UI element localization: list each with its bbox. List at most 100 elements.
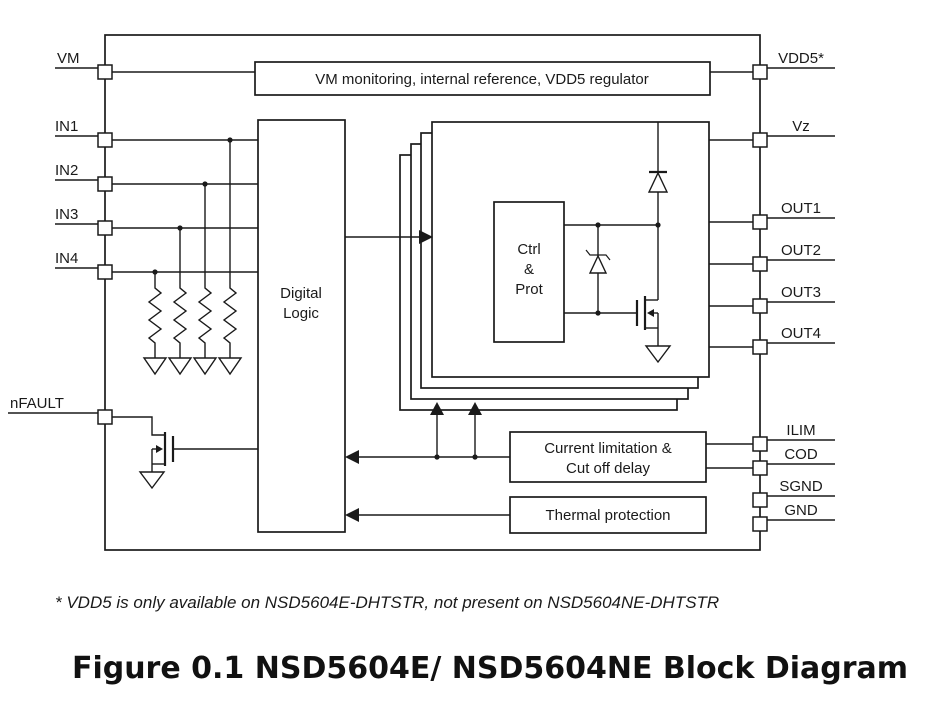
pin-in3: IN3: [55, 206, 113, 236]
wire-nfault: [112, 416, 165, 436]
pin-box: [752, 492, 768, 508]
pulldown-resistors: [142, 137, 243, 376]
pin-box: [97, 64, 113, 80]
pin-box: [752, 436, 768, 452]
ctrl-prot-label: Prot: [515, 281, 543, 298]
pin-label: ILIM: [786, 422, 815, 439]
ctrl-prot-label: Ctrl: [517, 241, 540, 258]
nfault-mosfet-icon: [112, 416, 258, 490]
junction-dot: [595, 222, 601, 228]
arrowhead-right-icon: [156, 445, 163, 453]
block-vm-monitor: VM monitoring, internal reference, VDD5 …: [254, 61, 753, 96]
ctrl-prot-label: &: [524, 261, 534, 278]
pin-label: SGND: [779, 478, 823, 495]
pin-box: [752, 64, 768, 80]
junction-dot: [434, 454, 440, 460]
junction-dot: [472, 454, 478, 460]
pin-nfault: nFAULT: [8, 395, 113, 425]
pin-out4: OUT4: [752, 325, 835, 355]
ground-icon: [138, 471, 166, 490]
input-wires: [112, 71, 258, 273]
pin-ilim: ILIM: [752, 422, 835, 452]
digital-logic-label: Digital: [280, 285, 322, 302]
junction-dot: [655, 222, 661, 228]
pin-box: [97, 132, 113, 148]
pin-label: IN3: [55, 206, 78, 223]
arrowhead-left-icon: [345, 508, 359, 522]
pin-label: OUT4: [781, 325, 821, 342]
pin-box: [97, 176, 113, 192]
figure-caption: Figure 0.1 NSD5604E/ NSD5604NE Block Dia…: [72, 651, 908, 686]
junction-dot: [177, 225, 183, 231]
pin-label: VDD5*: [778, 50, 824, 67]
pin-box: [97, 409, 113, 425]
pin-in1: IN1: [55, 118, 113, 148]
arrowhead-up-icon: [430, 402, 444, 415]
arrow-to-channels-2: [468, 402, 482, 460]
pin-label: OUT3: [781, 284, 821, 301]
resistor-icon: [142, 269, 168, 376]
pin-label: GND: [784, 502, 818, 519]
resistor-icon: [167, 225, 193, 376]
pin-box: [752, 214, 768, 230]
pin-box: [97, 264, 113, 280]
arrowhead-right-icon: [419, 230, 433, 244]
pin-gnd: GND: [752, 502, 835, 532]
footnote: * VDD5 is only available on NSD5604E-DHT…: [55, 593, 719, 612]
arrowhead-left-icon: [345, 450, 359, 464]
pin-label: IN1: [55, 118, 78, 135]
diode-icon: [647, 122, 669, 300]
junction-dot: [202, 181, 208, 187]
pin-label: OUT1: [781, 200, 821, 217]
pin-label: VM: [57, 50, 80, 67]
pin-vm: VM: [55, 50, 113, 80]
pin-in4: IN4: [55, 250, 113, 280]
arrow-logic-to-channels: [345, 230, 433, 244]
pin-vz: Vz: [752, 118, 835, 148]
digital-logic-label: Logic: [283, 305, 319, 322]
pin-box: [97, 220, 113, 236]
pin-label: Vz: [792, 118, 810, 135]
pin-cod: COD: [752, 446, 835, 476]
channel-layer-1: [431, 121, 710, 378]
pin-box: [752, 460, 768, 476]
junction-dot: [227, 137, 233, 143]
pin-label: IN2: [55, 162, 78, 179]
pin-box: [752, 339, 768, 355]
block-ctrl-prot: Ctrl & Prot: [493, 201, 565, 343]
junction-dot: [595, 310, 601, 316]
pin-vdd5: VDD5*: [752, 50, 835, 80]
block-current-limit: Current limitation & Cut off delay: [509, 431, 753, 483]
block-thermal: Thermal protection: [509, 496, 707, 534]
junction-dot: [152, 269, 158, 275]
pin-in2: IN2: [55, 162, 113, 192]
ground-icon: [142, 357, 168, 376]
vm-monitor-label: VM monitoring, internal reference, VDD5 …: [315, 71, 649, 88]
pin-label: COD: [784, 446, 818, 463]
thermal-label: Thermal protection: [545, 507, 670, 524]
pin-box: [752, 256, 768, 272]
zener-diode-icon: [585, 225, 611, 313]
resistor-icon: [217, 137, 243, 376]
pin-box: [752, 298, 768, 314]
pin-label: IN4: [55, 250, 78, 267]
ground-icon: [644, 345, 672, 364]
resistor-icon: [192, 181, 218, 376]
current-limit-label: Cut off delay: [566, 460, 650, 477]
arrowhead-up-icon: [468, 402, 482, 415]
output-stage: [564, 122, 753, 364]
ground-icon: [217, 357, 243, 376]
pin-out2: OUT2: [752, 242, 835, 272]
pin-box: [752, 132, 768, 148]
ground-icon: [167, 357, 193, 376]
mosfet-icon: [564, 296, 672, 364]
pin-box: [752, 516, 768, 532]
arrowhead-left-icon: [647, 309, 654, 317]
pin-out3: OUT3: [752, 284, 835, 314]
pin-label: nFAULT: [10, 395, 64, 412]
arrow-thermal-to-logic: [345, 508, 510, 522]
arrow-to-channels-1: [430, 402, 444, 460]
current-limit-label: Current limitation &: [544, 440, 672, 457]
